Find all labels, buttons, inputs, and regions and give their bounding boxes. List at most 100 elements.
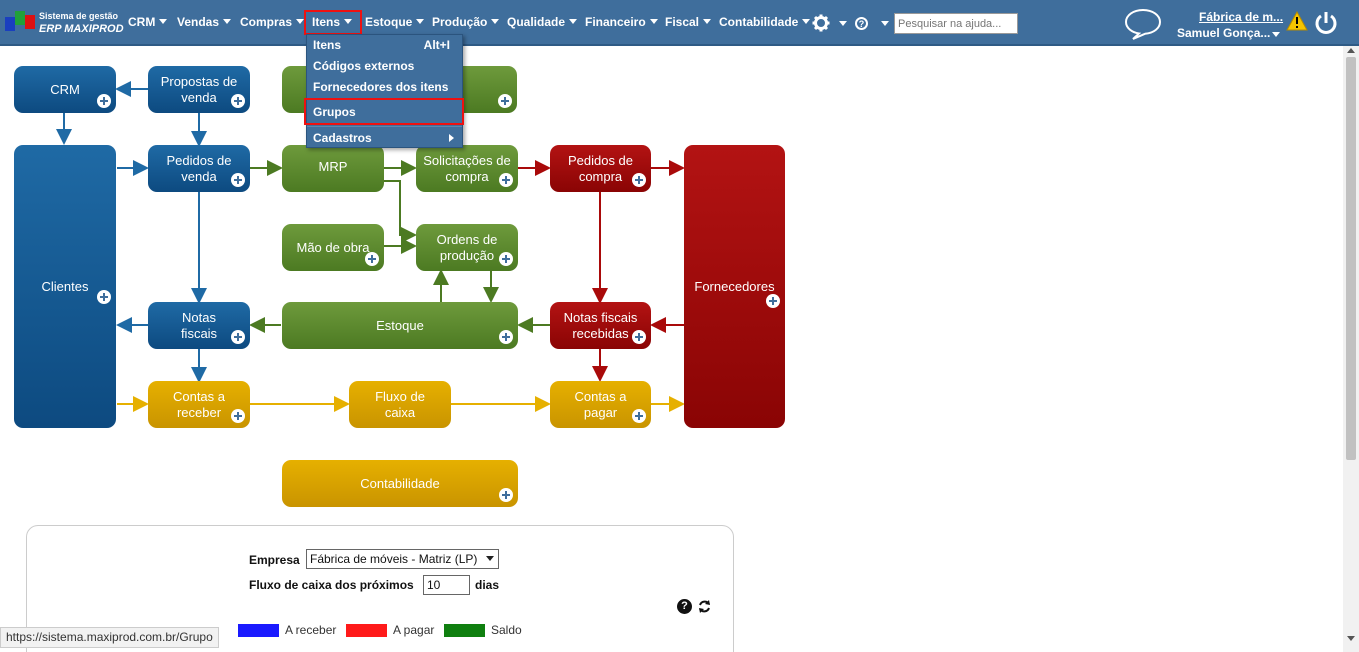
flow-label: Pedidos de compra (567, 152, 634, 184)
chevron-down-icon (159, 19, 168, 24)
add-icon[interactable] (231, 330, 245, 344)
help-icon[interactable]: ? (855, 17, 868, 30)
add-icon[interactable] (231, 173, 245, 187)
legend-label: Saldo (491, 623, 522, 637)
brand-line-1: Sistema de gestão (39, 11, 119, 21)
menu-crm[interactable]: CRM (128, 15, 168, 29)
flow-box-propostas-de-venda[interactable]: Propostas de venda (148, 66, 250, 113)
flow-box-clientes[interactable]: Clientes (14, 145, 116, 428)
dropdown-item-grupos[interactable]: Grupos (313, 105, 356, 119)
empresa-select[interactable]: Fábrica de móveis - Matriz (LP) (306, 549, 499, 569)
flow-box-fornecedores[interactable]: Fornecedores (684, 145, 785, 428)
menu-estoque[interactable]: Estoque (365, 15, 425, 29)
flow-label: Contabilidade (360, 475, 440, 491)
chevron-down-icon (416, 19, 425, 24)
user-menu[interactable]: Samuel Gonça... (1177, 26, 1271, 40)
menu-fiscal[interactable]: Fiscal (665, 15, 712, 29)
flow-box-estoque[interactable]: Estoque (282, 302, 518, 349)
menu-qualidade[interactable]: Qualidade (507, 15, 578, 29)
flow-label: CRM (50, 81, 80, 97)
flow-label: Mão de obra (296, 239, 370, 255)
flow-label: Contas a receber (172, 388, 226, 420)
maxiprod-logo[interactable] (5, 9, 35, 37)
add-icon[interactable] (498, 94, 512, 108)
flow-label: Notas fiscais (180, 309, 218, 341)
brand-line-2: ERP MAXIPROD (39, 23, 124, 35)
flow-box-contas-a-receber[interactable]: Contas a receber (148, 381, 250, 428)
chevron-down-icon[interactable] (881, 21, 889, 26)
chevron-right-icon (449, 134, 454, 142)
status-url: https://sistema.maxiprod.com.br/Grupo (0, 627, 219, 648)
flow-box-notas-fiscais-recebidas[interactable]: Notas fiscais recebidas (550, 302, 651, 349)
flow-label: Solicitações de compra (423, 152, 511, 184)
menu-vendas[interactable]: Vendas (177, 15, 232, 29)
company-link[interactable]: Fábrica de m... (1199, 10, 1284, 24)
dropdown-item-cadastros[interactable]: Cadastros (307, 128, 462, 148)
chevron-down-icon (802, 19, 811, 24)
flow-label: Contas a pagar (574, 388, 627, 420)
add-icon[interactable] (499, 173, 513, 187)
chevron-down-icon[interactable] (1272, 32, 1280, 37)
add-icon[interactable] (231, 94, 245, 108)
add-icon[interactable] (97, 94, 111, 108)
flow-box-contas-a-pagar[interactable]: Contas a pagar (550, 381, 651, 428)
add-icon[interactable] (499, 330, 513, 344)
chevron-down-icon[interactable] (839, 21, 847, 26)
flow-label: Notas fiscais recebidas (563, 309, 638, 341)
scroll-down-icon[interactable] (1347, 636, 1355, 641)
flow-label: Fornecedores (694, 278, 775, 294)
flow-box-ordens-de-producao[interactable]: Ordens de produção (416, 224, 518, 271)
gear-icon[interactable] (812, 14, 830, 37)
dropdown-divider (307, 126, 462, 127)
menu-compras[interactable]: Compras (240, 15, 305, 29)
flow-box-pedidos-de-venda[interactable]: Pedidos de venda (148, 145, 250, 192)
add-icon[interactable] (632, 409, 646, 423)
empresa-select-value: Fábrica de móveis - Matriz (LP) (310, 552, 478, 566)
add-icon[interactable] (97, 290, 111, 304)
flow-box-crm[interactable]: CRM (14, 66, 116, 113)
flow-box-mao-de-obra[interactable]: Mão de obra (282, 224, 384, 271)
chat-icon[interactable] (1124, 8, 1162, 45)
add-icon[interactable] (231, 409, 245, 423)
add-icon[interactable] (766, 294, 780, 308)
add-icon[interactable] (632, 330, 646, 344)
flow-label: MRP (318, 159, 348, 174)
flow-box-notas-fiscais[interactable]: Notas fiscais (148, 302, 250, 349)
chevron-down-icon (296, 19, 305, 24)
chevron-down-icon (486, 556, 494, 561)
menu-itens[interactable]: Itens (312, 15, 353, 29)
flow-box-fluxo-de-caixa[interactable]: Fluxo de caixa (349, 381, 451, 428)
chevron-down-icon (223, 19, 232, 24)
flow-label: Estoque (376, 317, 424, 333)
scroll-thumb[interactable] (1346, 57, 1356, 460)
add-icon[interactable] (499, 488, 513, 502)
power-icon[interactable] (1314, 10, 1338, 41)
chevron-down-icon (649, 19, 658, 24)
flow-arrows (56, 81, 685, 412)
vertical-scrollbar[interactable] (1343, 46, 1359, 652)
flow-box-solicitacoes-de-compra[interactable]: Solicitações de compra (416, 145, 518, 192)
scroll-up-icon[interactable] (1347, 48, 1355, 53)
warning-icon[interactable] (1286, 10, 1308, 36)
flow-box-pedidos-de-compra[interactable]: Pedidos de compra (550, 145, 651, 192)
add-icon[interactable] (365, 252, 379, 266)
days-input[interactable]: 10 (423, 575, 470, 595)
refresh-icon[interactable] (697, 599, 712, 619)
dropdown-item-fornecedores-dos-itens[interactable]: Fornecedores dos itens (313, 80, 449, 94)
search-input[interactable] (894, 13, 1018, 34)
menu-producao[interactable]: Produção (432, 15, 500, 29)
add-icon[interactable] (632, 173, 646, 187)
legend-label: A pagar (393, 623, 435, 637)
flow-label: Clientes (41, 278, 89, 294)
flow-label: Propostas de venda (160, 73, 238, 105)
menu-contabilidade[interactable]: Contabilidade (719, 15, 811, 29)
add-icon[interactable] (499, 252, 513, 266)
menu-financeiro[interactable]: Financeiro (585, 15, 658, 29)
dropdown-item-codigos-externos[interactable]: Códigos externos (313, 59, 415, 73)
chevron-down-icon (344, 19, 353, 24)
flow-box-contabilidade[interactable]: Contabilidade (282, 460, 518, 507)
top-navigation-bar: Sistema de gestão ERP MAXIPROD CRM Venda… (0, 0, 1359, 46)
flow-box-mrp[interactable]: MRP (282, 145, 384, 192)
help-icon[interactable]: ? (677, 599, 692, 614)
